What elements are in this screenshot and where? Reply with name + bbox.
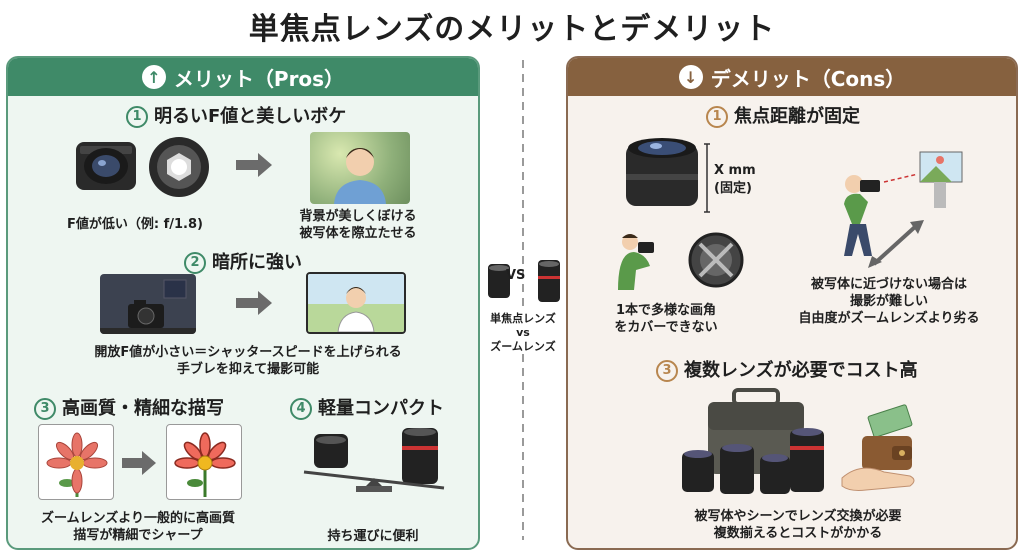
arrow-right-icon — [236, 298, 260, 308]
fixed-lens-icon — [626, 138, 698, 206]
pros-section4-caption: 持ち運びに便利 — [327, 529, 419, 544]
pros-section3-caption-1: ズームレンズより一般的に高画質 — [40, 511, 236, 526]
pros-section1-caption-left: F値が低い（例: f/1.8) — [67, 217, 203, 232]
cons-lens-label-1: X mm — [714, 163, 756, 178]
section-title-text: 高画質・精細な描写 — [62, 398, 224, 419]
cons-section1-caption-right-3: 自由度がズームレンズより劣る — [798, 311, 980, 326]
pros-section1-caption-right-1: 背景が美しくぼける — [299, 209, 417, 224]
arrow-up-icon: ↑ — [141, 65, 166, 89]
section-number: 4 — [290, 398, 312, 420]
arrow-right-icon — [122, 458, 144, 468]
section-title-text: 暗所に強い — [212, 252, 302, 273]
section-title-text: 明るいF値と美しいボケ — [154, 106, 347, 127]
dimension-bracket-icon — [704, 143, 710, 213]
center-label-1: 単焦点レンズ — [490, 312, 556, 325]
section-title-text: 複数レンズが必要でコスト高 — [684, 360, 918, 381]
aperture-icon — [149, 137, 209, 197]
photographer-distance-icon — [844, 151, 963, 268]
cons-section1-title: 1 焦点距離が固定 — [706, 102, 860, 128]
section-title-text: 焦点距離が固定 — [734, 106, 860, 127]
section-number: 1 — [706, 106, 728, 128]
pros-section2-caption-2: 手ブレを抑えて撮影可能 — [176, 362, 320, 377]
cons-lens-label-2: (固定) — [714, 181, 752, 196]
lens-comparison-icon — [488, 260, 560, 302]
arrow-right-head — [258, 153, 272, 177]
flower-image-before — [38, 424, 114, 500]
cons-section1-caption-left-2: をカバーできない — [614, 320, 718, 335]
section-number: 3 — [656, 360, 678, 382]
pros-section3-caption-2: 描写が精細でシャープ — [73, 528, 203, 543]
pros-section4-title: 4 軽量コンパクト — [290, 394, 444, 420]
pros-header-label: メリット（Pros） — [173, 66, 345, 91]
pros-section1-title: 1 明るいF値と美しいボケ — [126, 102, 346, 128]
cons-section1-caption-left-1: 1本で多様な画角 — [615, 303, 717, 318]
wallet-cost-icon — [841, 404, 915, 491]
dark-room-camera-image — [100, 274, 196, 334]
cons-header: ↓ デメリット（Cons） — [568, 58, 1016, 96]
vs-label: VS — [506, 268, 526, 283]
center-label-2: vs — [516, 326, 530, 339]
pros-header: ↑ メリット（Pros） — [8, 58, 478, 96]
section-number: 1 — [126, 106, 148, 128]
arrow-right-head — [142, 451, 156, 475]
pros-section1-caption-right-2: 被写体を際立たせる — [299, 226, 417, 241]
page-title: 単焦点レンズのメリットとデメリット — [248, 12, 776, 47]
cons-header-label: デメリット（Cons） — [710, 66, 906, 91]
pros-section2-caption-1: 開放F値が小さい＝シャッタースピードを上げられる — [94, 345, 402, 360]
cons-section1-caption-right-1: 被写体に近づけない場合は — [810, 277, 967, 292]
section-title-text: 軽量コンパクト — [318, 398, 444, 419]
cons-section3-caption-2: 複数揃えるとコストがかかる — [713, 526, 883, 541]
prime-lens-icon — [76, 142, 136, 190]
pros-section2-title: 2 暗所に強い — [184, 248, 302, 274]
center-label-3: ズームレンズ — [490, 340, 556, 353]
center-divider — [522, 60, 524, 540]
center-caption: 単焦点レンズ vs ズームレンズ — [484, 312, 562, 354]
arrow-right-icon — [236, 160, 260, 170]
sharp-photo-image — [306, 272, 406, 334]
balance-scale-icon — [303, 428, 445, 492]
pros-panel: ↑ メリット（Pros） 1 明るいF値と美しいボケ F値が低い（例: f/1.8… — [6, 56, 480, 550]
bokeh-portrait-image — [310, 132, 410, 204]
arrow-right-head — [258, 291, 272, 315]
section-number: 2 — [184, 252, 206, 274]
photographer-no-zoom-icon — [618, 232, 744, 290]
section-number: 3 — [34, 398, 56, 420]
cons-panel: ↓ デメリット（Cons） 1 焦点距離が固定 X mm (固定) 1本で多様な画… — [566, 56, 1018, 550]
flower-image-after — [166, 424, 242, 500]
cons-section3-caption-1: 被写体やシーンでレンズ交換が必要 — [694, 509, 902, 524]
cons-section3-title: 3 複数レンズが必要でコスト高 — [656, 356, 918, 382]
arrow-down-icon: ↓ — [678, 65, 703, 89]
pros-section3-title: 3 高画質・精細な描写 — [34, 394, 224, 420]
cons-section1-caption-right-2: 撮影が難しい — [849, 294, 928, 309]
camera-bag-lenses-icon — [682, 388, 824, 494]
